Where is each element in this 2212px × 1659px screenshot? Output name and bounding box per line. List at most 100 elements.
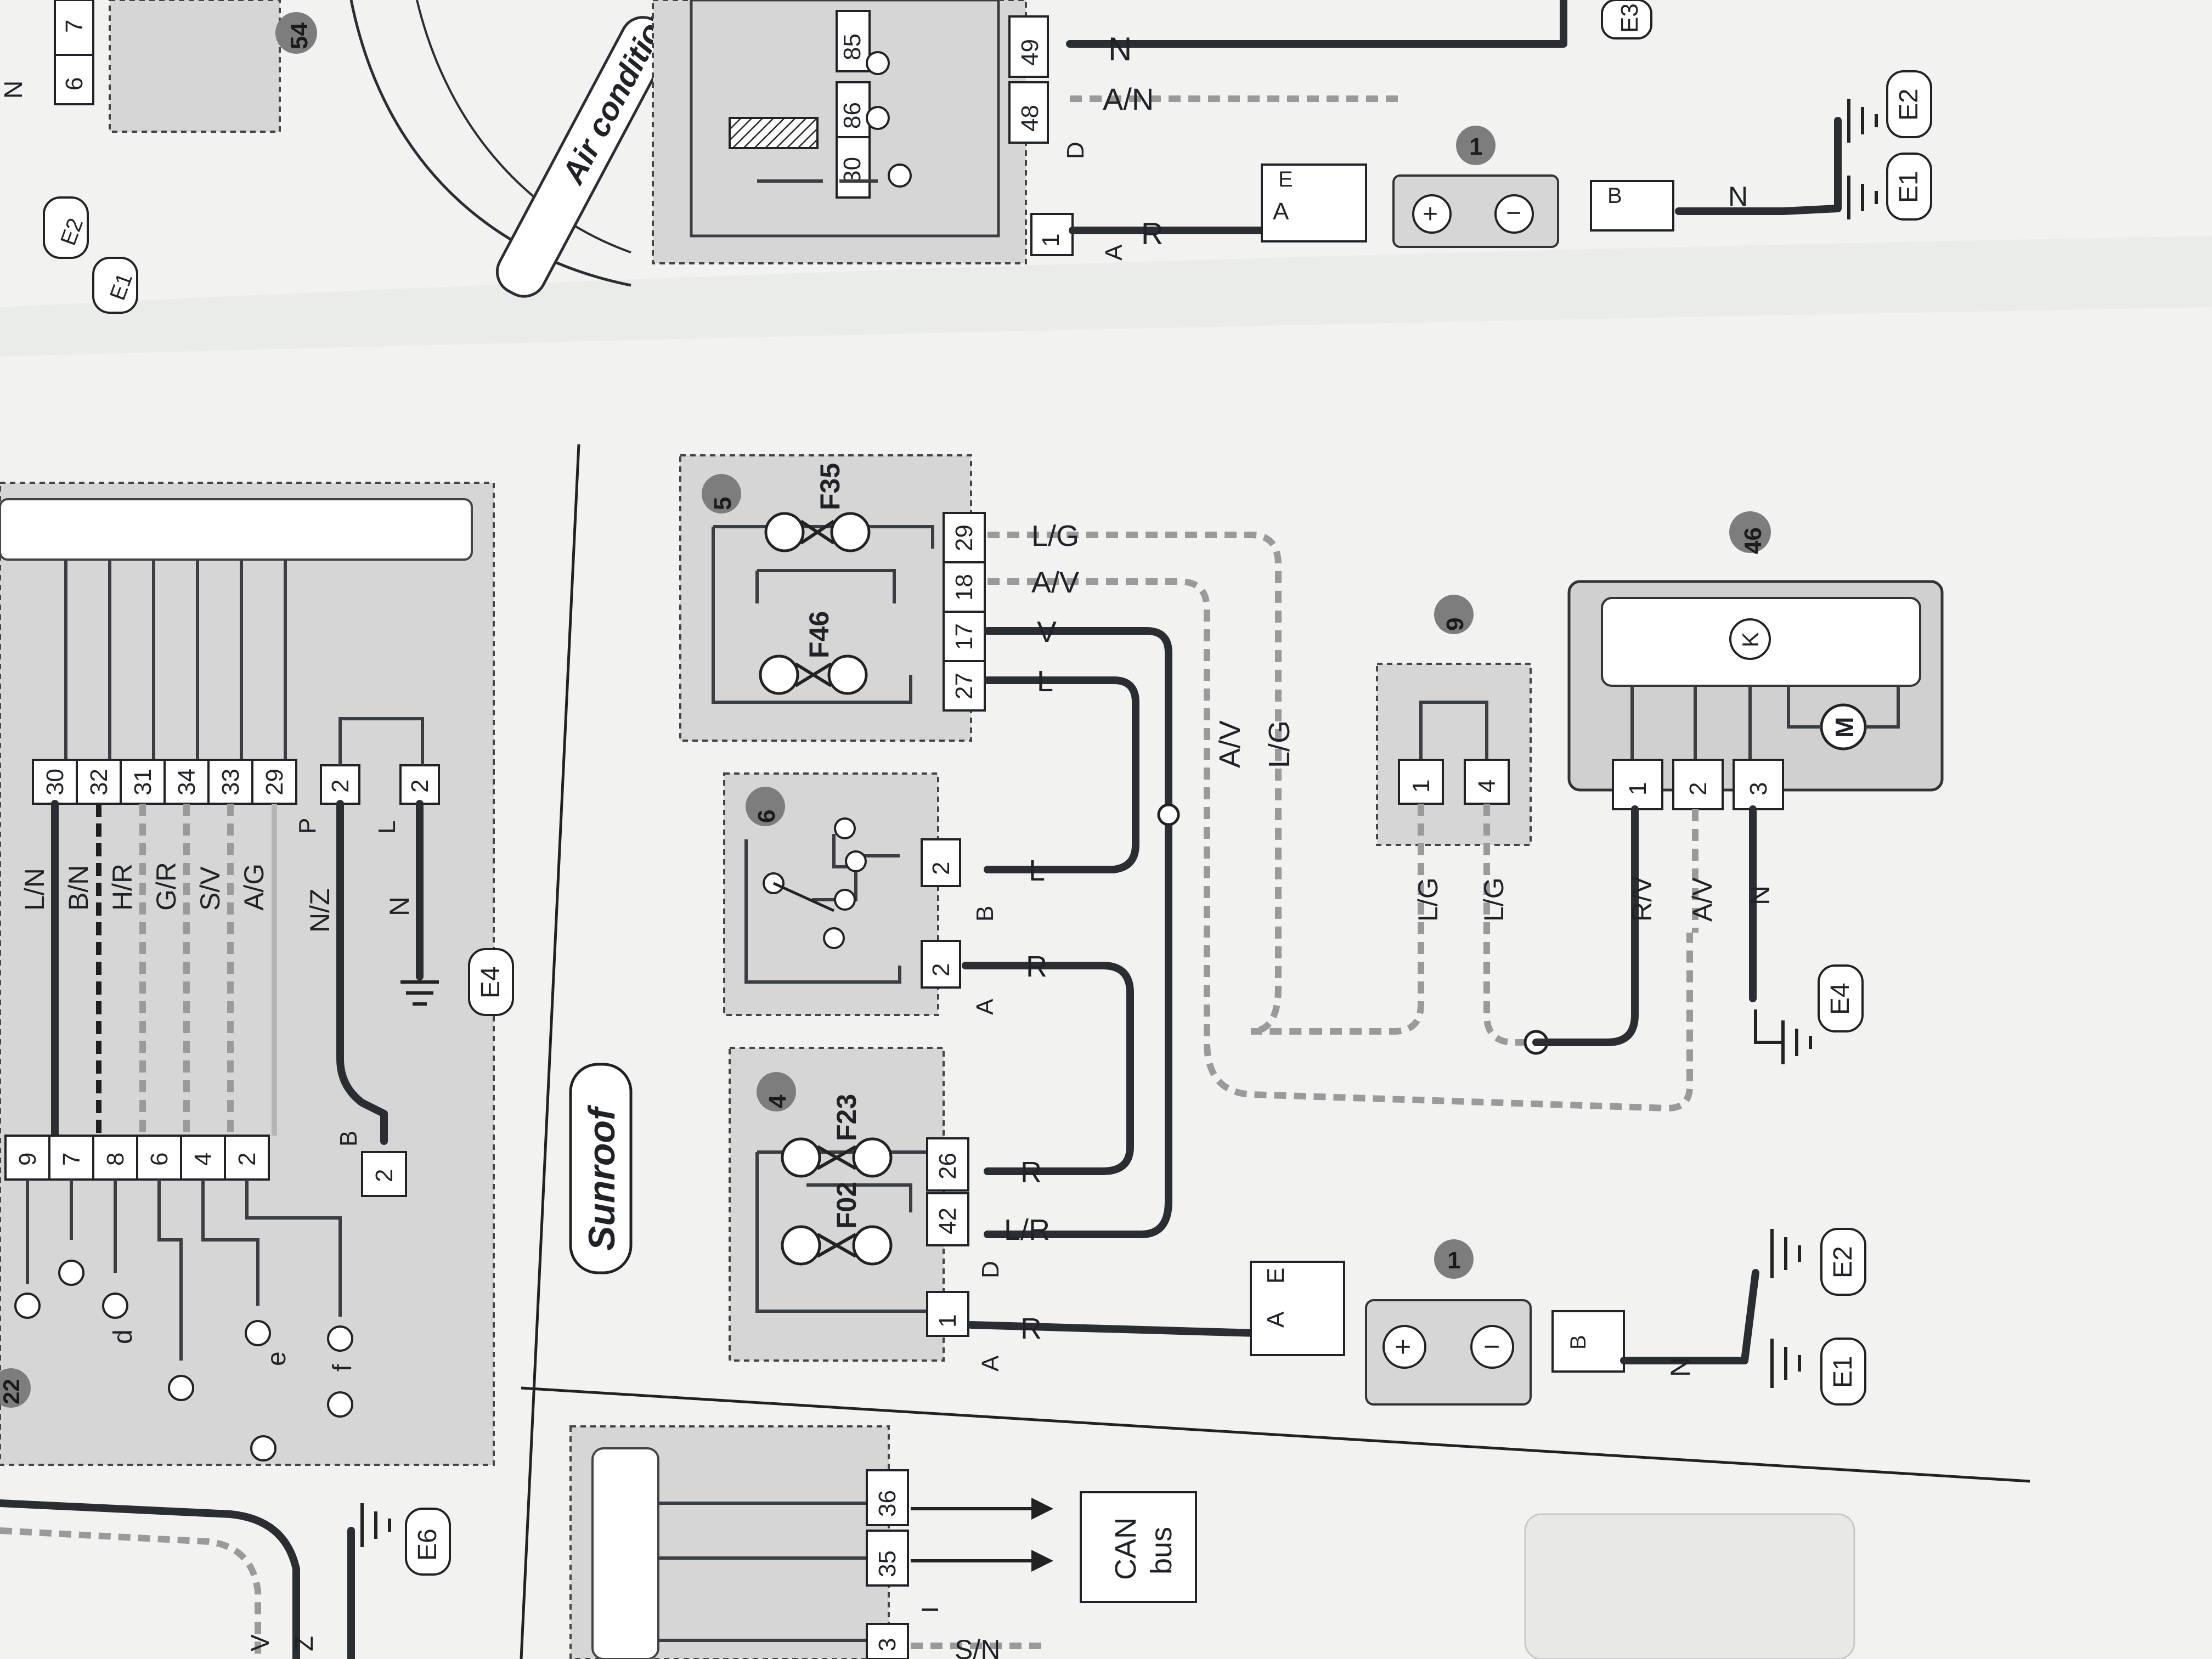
- lower-wire-1: [0, 1499, 300, 1659]
- left-module-lines: [64, 560, 287, 763]
- c1-b-box: [1551, 1310, 1625, 1373]
- relay-pin-box: [1030, 213, 1074, 256]
- relay-pin-1: 1: [1037, 234, 1064, 247]
- left-panel: 30 32 31 34 33 29 L/N B/N H/R G/R S/V A/…: [0, 482, 514, 1659]
- c46-pin-2: 2: [1685, 782, 1712, 795]
- top-b-box: [1590, 180, 1674, 232]
- relay-k-symbol: [1729, 618, 1771, 660]
- component-9-badge: [1434, 595, 1474, 634]
- top-component-number: 1: [1469, 133, 1482, 160]
- fuse-f46-left: [759, 654, 799, 695]
- c6-switch-arm: [772, 882, 835, 912]
- relay-pin-box: [836, 81, 871, 144]
- wire-nz: [336, 800, 388, 1145]
- relay-pins: 85 86 30 49 48 1 D A: [757, 10, 1127, 261]
- c6-pin-box-b: [921, 838, 961, 887]
- wire-r-c4-feed: [967, 1321, 1260, 1337]
- c6-letter-a: A: [972, 998, 998, 1015]
- c4-pin-42: 42: [934, 1207, 961, 1234]
- top-plus-terminal: [1412, 194, 1452, 234]
- wire-label-ag: A/G: [239, 864, 269, 911]
- top-ground-riser: [1779, 117, 1842, 215]
- air-conditioning-border: [349, 0, 631, 287]
- bottom-section: 36 35 3 CAN bus I S/N 43: [569, 1425, 1855, 1659]
- connector-b-pin-box: [180, 1135, 226, 1181]
- lower-wire-label-v: V: [246, 1634, 274, 1651]
- component-6-number: 6: [753, 810, 780, 823]
- relay-pin-box: [836, 136, 871, 199]
- fuse-f35-left: [764, 512, 805, 552]
- c46-ground-symbol: [1754, 1009, 1812, 1064]
- top-wire-n: [1066, 0, 1567, 48]
- wire-label-bn: B/N: [63, 865, 94, 911]
- corner-pin-6: 6: [61, 77, 88, 91]
- c1-switch-box: [1250, 1261, 1345, 1356]
- top-minus-sign: −: [1506, 199, 1521, 228]
- wire-lg-c5: [988, 532, 1317, 1035]
- relay-inner-outline: [690, 0, 1000, 238]
- wire-label-sv: S/V: [195, 866, 225, 911]
- c46-ground-e4-badge: [1818, 964, 1864, 1032]
- left-switch-contacts: [14, 1180, 353, 1462]
- bottom-pin-35: 35: [874, 1550, 901, 1577]
- junction-dot-v: [1157, 803, 1180, 826]
- component-9-module: [1376, 663, 1532, 846]
- c46-pin-box: [1733, 759, 1784, 810]
- c46-pin-1: 1: [1624, 782, 1651, 795]
- c9-pin-box: [1398, 759, 1444, 805]
- c1-plus-terminal: [1383, 1325, 1426, 1369]
- fuse-f35-x: [800, 520, 835, 545]
- top-ground-e1-badge: [1886, 153, 1932, 221]
- left-ground-e4: E4: [476, 966, 505, 998]
- c6-contact: [834, 817, 856, 839]
- component-9-link: [1419, 701, 1488, 763]
- component-4-badge: [757, 1072, 796, 1111]
- wire-label-hr: H/R: [107, 864, 138, 911]
- left-ground-e4-symbol: [400, 980, 439, 1006]
- top-switch-e: E: [1278, 167, 1293, 191]
- top-wire-label-an: A/N: [1103, 82, 1154, 116]
- component-5-circuit: [712, 525, 934, 704]
- left-component-badge: [0, 1368, 31, 1408]
- bottom-right-faint-box: [1524, 1513, 1855, 1659]
- c4-pin-26: 26: [934, 1153, 961, 1180]
- top-left-corner: 7 6 N 54 E2 E1: [0, 0, 317, 314]
- left-module-header-bar: [0, 498, 473, 561]
- fuse-f02-x: [816, 1233, 857, 1258]
- left-module-22: [0, 482, 495, 1466]
- fuse-f02-left: [781, 1225, 821, 1266]
- bus-label: bus: [1145, 1527, 1178, 1575]
- sunroof-title: Sunroof: [581, 1104, 623, 1251]
- c4-pin-1: 1: [934, 1314, 961, 1328]
- motor-label: M: [1830, 717, 1859, 738]
- page-fold-shadow: [0, 236, 2212, 357]
- c9-wire-lg-4: L/G: [1479, 877, 1509, 922]
- bottom-wire-sn-label: S/N: [955, 1634, 1000, 1659]
- connector-a-pin-33: 33: [217, 769, 244, 795]
- pz-letter-l: L: [374, 821, 400, 834]
- c5-pin-17: 17: [951, 623, 978, 650]
- fuse-f23-left: [781, 1137, 821, 1178]
- top-b-label: B: [1607, 184, 1622, 208]
- c5-pin-27: 27: [951, 673, 978, 699]
- lower-wire-2: [0, 1527, 261, 1659]
- connector-a-pin-box: [163, 759, 210, 805]
- connector-a-pin-box: [32, 759, 78, 805]
- wire-label-lg-c5: L/G: [1031, 520, 1079, 552]
- c1-ground-symbol: [1770, 1229, 1801, 1388]
- c6-wire-label-r: R: [1026, 950, 1047, 983]
- fuse-f35-label: F35: [815, 463, 845, 510]
- connector-a-pin-box: [251, 759, 297, 805]
- c46-wire-rv: R/V: [1627, 876, 1657, 922]
- c1-plus-sign: +: [1395, 1331, 1411, 1363]
- connector-b-pin-2: 2: [234, 1153, 261, 1166]
- relay-letter-d: D: [1062, 142, 1089, 159]
- b-pin-box: [361, 1151, 407, 1197]
- relay-contact: [866, 51, 890, 75]
- fuse-f23-x: [816, 1145, 857, 1170]
- c1-pin-e: E: [1262, 1268, 1289, 1284]
- connector-a-pin-34: 34: [173, 769, 200, 795]
- component-46-badge: [1729, 511, 1771, 553]
- top-wire-label-r: R: [1141, 216, 1163, 251]
- connector-a-pin-29: 29: [261, 769, 288, 795]
